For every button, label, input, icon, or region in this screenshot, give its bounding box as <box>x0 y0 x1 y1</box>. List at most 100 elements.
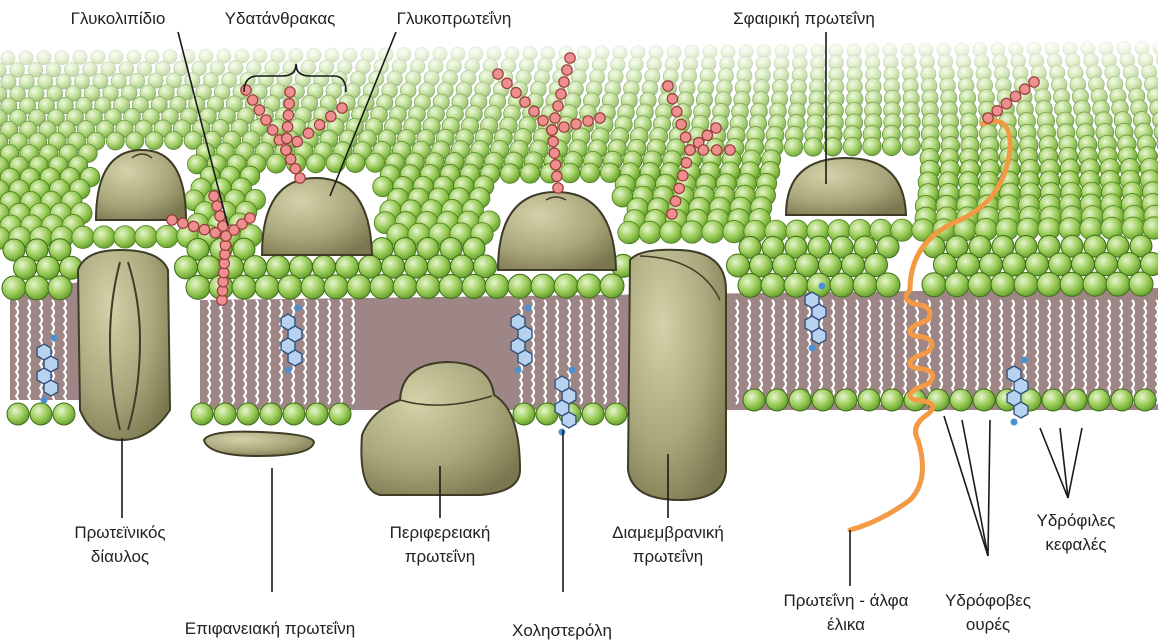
label-transmembrane-2: πρωτεΐνη <box>633 547 703 566</box>
lipid-head <box>876 273 900 297</box>
sugar-bead <box>281 145 291 155</box>
label-globular-protein: Σφαιρική πρωτεΐνη <box>733 9 875 28</box>
sugar-bead <box>212 201 222 211</box>
lipid-head <box>301 275 325 299</box>
lipid-head <box>260 403 282 425</box>
lipid-head <box>324 275 348 299</box>
lipid-head <box>232 275 256 299</box>
cholesterol-head <box>525 305 532 312</box>
label-surface-protein: Επιφανειακή πρωτεΐνη <box>185 619 356 638</box>
lipid-head <box>278 275 302 299</box>
sugar-bead <box>685 145 695 155</box>
lipid-head <box>554 274 578 298</box>
lipid-head <box>1134 389 1156 411</box>
cholesterol-head <box>559 429 566 436</box>
lipid-head <box>1129 272 1153 296</box>
lipid-head <box>393 275 417 299</box>
sugar-bead <box>553 101 563 111</box>
sugar-bead <box>520 97 530 107</box>
sugar-bead <box>326 111 336 121</box>
sugar-bead <box>680 132 690 142</box>
cholesterol-head <box>515 367 522 374</box>
sugar-bead <box>254 105 264 115</box>
sugar-bead <box>282 122 292 132</box>
lipid-head <box>968 273 992 297</box>
sugar-bead <box>511 87 521 97</box>
lipid-head <box>950 389 972 411</box>
sugar-bead <box>992 106 1002 116</box>
cholesterol-head <box>819 283 826 290</box>
lipid-head <box>660 221 682 243</box>
sugar-bead <box>502 78 512 88</box>
lipid-head <box>991 273 1015 297</box>
lipid-head <box>214 403 236 425</box>
lipid-head <box>681 221 703 243</box>
sugar-bead <box>553 183 563 193</box>
sugar-bead <box>282 133 292 143</box>
sugar-bead <box>1029 77 1039 87</box>
lipid-head <box>416 275 440 299</box>
protein-channel <box>78 250 170 440</box>
sugar-bead <box>672 106 682 116</box>
cholesterol-head <box>285 367 292 374</box>
lipid-head <box>727 254 750 277</box>
label-carbohydrate: Υδατάνθρακας <box>225 9 336 28</box>
lipid-head <box>784 273 808 297</box>
cholesterol-head <box>51 335 58 342</box>
sugar-bead <box>550 160 560 170</box>
lipid-head <box>283 403 305 425</box>
sugar-bead <box>209 191 219 201</box>
sugar-bead <box>284 98 294 108</box>
lipid-head <box>743 389 765 411</box>
sugar-bead <box>167 215 177 225</box>
lipid-head <box>922 273 946 297</box>
sugar-bead <box>711 145 721 155</box>
lipid-head <box>53 403 75 425</box>
sugar-bead <box>678 170 688 180</box>
sugar-bead <box>247 95 257 105</box>
label-hydrophilic-1: Υδρόφιλες <box>1037 511 1116 530</box>
lipid-head <box>1037 272 1061 296</box>
lipid-head <box>25 276 49 300</box>
sugar-bead <box>178 218 188 228</box>
protein-middle-dome <box>498 192 616 270</box>
cholesterol-head <box>569 367 576 374</box>
sugar-bead <box>337 103 347 113</box>
sugar-bead <box>283 110 293 120</box>
sugar-bead <box>303 128 313 138</box>
lipid-head <box>439 274 463 298</box>
lipid-head <box>485 274 509 298</box>
lipid-head <box>30 403 52 425</box>
lipid-head <box>1083 272 1107 296</box>
lipid-head <box>255 275 279 299</box>
lipid-head <box>306 403 328 425</box>
sugar-bead <box>565 53 575 63</box>
label-hydrophobic-2: ουρές <box>966 615 1010 634</box>
sugar-bead <box>549 148 559 158</box>
lipid-head <box>577 274 601 298</box>
label-channel-1: Πρωτεϊνικός <box>74 523 165 542</box>
sugar-bead <box>676 119 686 129</box>
cholesterol-head <box>809 345 816 352</box>
label-alpha-helix-2: έλικα <box>827 615 865 634</box>
sugar-bead <box>493 69 503 79</box>
sugar-bead <box>292 136 302 146</box>
cholesterol-head <box>295 305 302 312</box>
lipid-head <box>156 225 178 247</box>
lipid-head <box>175 256 198 279</box>
sugar-bead <box>1010 91 1020 101</box>
lipid-head <box>945 273 969 297</box>
label-channel-2: δίαυλος <box>91 547 149 566</box>
sugar-bead <box>245 213 255 223</box>
lipid-head <box>93 226 115 248</box>
lipid-head <box>761 273 785 297</box>
lipid-head <box>582 403 604 425</box>
lipid-head <box>2 276 26 300</box>
sugar-bead <box>556 89 566 99</box>
sugar-bead <box>711 123 721 133</box>
lipid-head <box>835 389 857 411</box>
sugar-bead <box>583 116 593 126</box>
sugar-bead <box>681 158 691 168</box>
lipid-head <box>7 403 29 425</box>
